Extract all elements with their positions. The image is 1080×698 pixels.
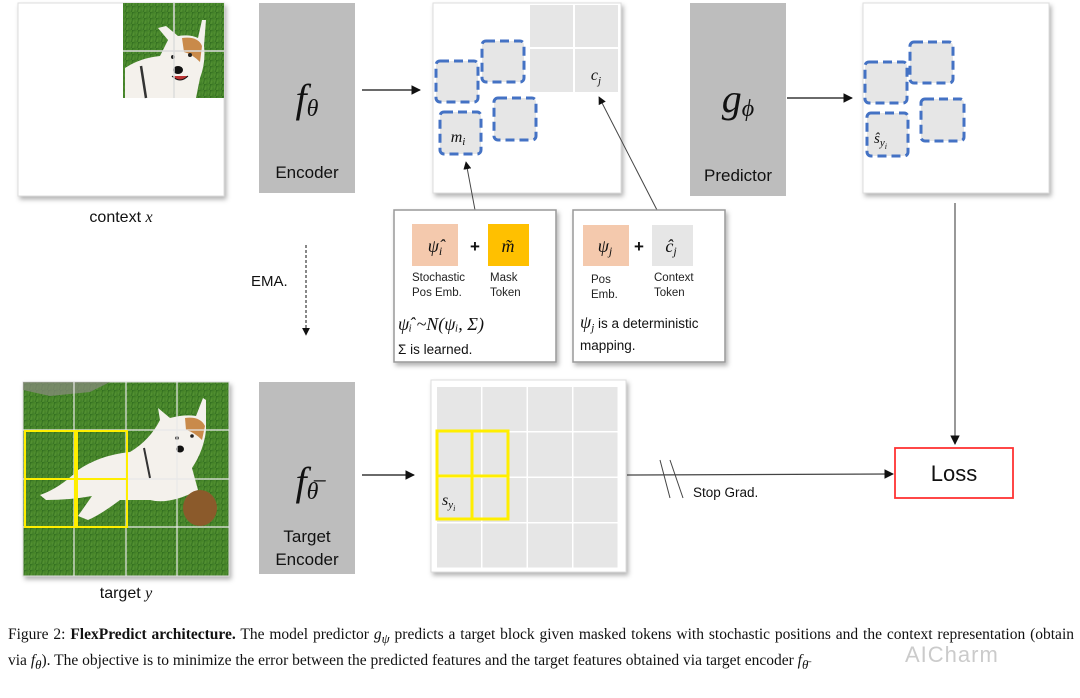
mask-token [480,39,526,84]
stochastic-caption-1: Stochastic [412,272,465,284]
target-token [528,523,572,568]
pos-caption-1: Pos [591,274,611,286]
stochastic-formula: ψ̂ᵢ ~N(ψᵢ, Σ) [398,314,484,335]
target-label: target y [100,585,153,602]
arrow-deterministic-to-context-token [598,96,658,211]
context-label: context x [89,209,152,226]
mask-token-label: mi [451,129,466,148]
watermark: AICharm [905,642,999,667]
plus-sign: + [634,237,644,256]
caption-f: f [30,652,36,670]
caption-text-1: The model predictor [235,626,374,643]
target-token-grid [437,387,618,568]
target-token [437,478,481,522]
target-image-panel: target y [22,381,230,602]
ema-label: EMA. [251,273,288,290]
target-block-highlight [435,429,510,521]
stop-grad-label: Stop Grad. [693,485,758,500]
predictor-label: Predictor [704,166,772,185]
predicted-token [863,60,909,105]
caption-prefix: Figure 2: [8,626,71,643]
target-token [528,387,572,431]
mask-caption-2: Token [490,287,521,299]
pos-caption-2: Emb. [591,289,618,301]
plus-sign: + [470,237,480,256]
caption-f-sub: θ [35,657,42,673]
target-token [437,387,481,431]
context-caption-2: Token [654,287,685,299]
stop-grad-mark [669,459,684,499]
target-token [528,478,572,522]
caption-g: g [373,626,382,643]
toy-shape [183,490,217,526]
target-token [437,523,481,568]
architecture-diagram: context x fθ Encoder cj mi gϕ Predictor [17,2,1050,602]
caption-f2: f [797,652,802,670]
stop-grad-mark [659,459,671,499]
arrow-stochastic-to-mask-token [463,161,476,211]
mask-token-swatch [488,224,529,266]
context-token-label: cj [591,67,601,87]
target-block-outline [24,430,128,528]
target-token [573,387,618,431]
context-token-symbol: ĉj [665,236,677,258]
predicted-token [908,40,955,85]
pos-emb-symbol: ψj [598,236,613,258]
predicted-token [919,97,966,143]
caption-f2-sub: θ̄ [801,657,809,673]
target-encoder-block: fθ̅ Target Encoder [259,382,355,574]
target-tokens-panel: syi [430,379,627,573]
target-token [482,432,527,477]
caption-text-3: ). The objective is to minimize the erro… [41,652,798,670]
loss-label: Loss [931,461,977,486]
target-encoder-label-1: Target [283,527,331,546]
mask-token-symbol: m̃ [502,236,515,256]
caption-g-sub: ψ [381,631,390,647]
target-token [482,387,527,431]
figure-caption: Figure 2: FlexPredict architecture. The … [8,624,1074,676]
arrow-target-to-loss [626,469,894,479]
dog-shape [40,398,206,520]
predicted-token-label: ŝyi [874,131,887,151]
deterministic-note: ψj is a deterministic [580,312,699,334]
predictor-block: gϕ Predictor [690,3,786,196]
caption-title: FlexPredict architecture. [70,626,236,643]
target-token-label: syi [442,492,455,513]
stochastic-pos-emb-token [412,224,458,266]
context-tokens-panel: cj mi [432,2,622,194]
encoder-block: fθ Encoder [259,3,355,193]
target-token [437,432,481,477]
target-token [482,523,527,568]
predictor-symbol: gϕ [722,76,754,122]
context-token [575,49,618,92]
predicted-tokens-panel: ŝyi [862,2,1050,194]
mask-caption-1: Mask [490,272,518,284]
context-image-panel: context x [17,2,225,226]
loss-box: Loss [894,447,1014,499]
mask-token [434,59,480,104]
encoder-label: Encoder [275,163,339,182]
sigma-note: Σ is learned. [398,342,472,357]
target-encoder-label-2: Encoder [275,550,339,569]
mask-token [492,96,538,142]
pos-emb-token [583,225,629,266]
caption-text-2: predicts a target block given masked tok… [8,626,1074,670]
context-token-swatch [652,225,693,266]
context-token [530,5,573,47]
target-token [573,478,618,522]
target-token [573,432,618,477]
deterministic-note-2: mapping. [580,338,636,353]
stochastic-caption-2: Pos Emb. [412,287,462,299]
target-token [573,523,618,568]
target-token [528,432,572,477]
deterministic-position-box: ψj + ĉj Pos Emb. Context Token ψj is a d… [572,209,726,363]
context-visible-patch [123,3,224,99]
context-token [575,5,618,47]
stochastic-position-box: ψ̂i + m̃ Stochastic Pos Emb. Mask Token … [393,209,557,363]
context-caption-1: Context [654,272,694,284]
context-token [530,49,573,92]
mask-token [438,110,483,156]
predicted-token [865,111,910,158]
target-token [482,478,527,522]
